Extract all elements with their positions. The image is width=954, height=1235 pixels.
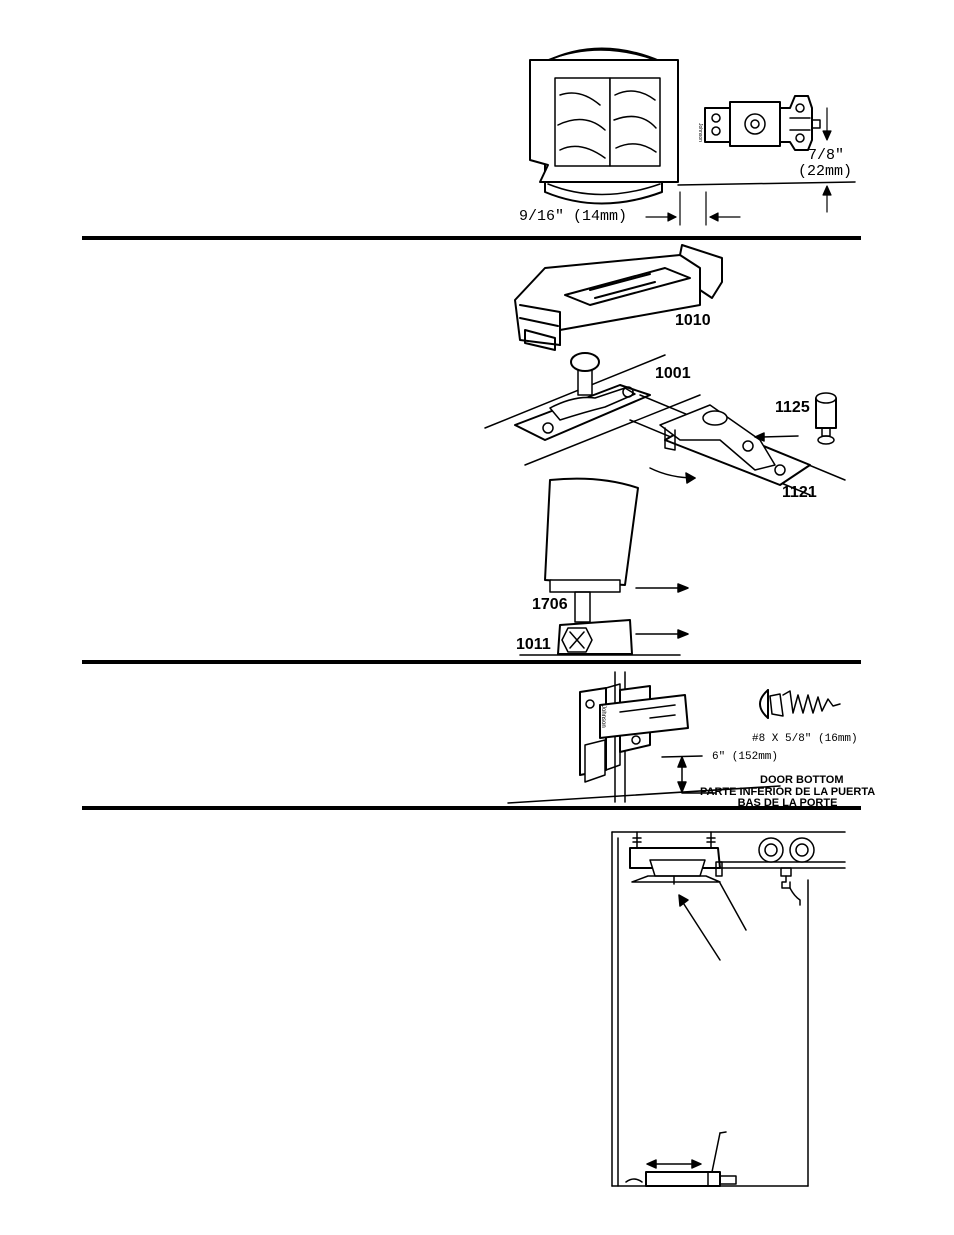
caption-door-bottom-en: DOOR BOTTOM [760, 774, 844, 786]
section-divider-3 [82, 806, 861, 810]
part-label-1121: 1121 [782, 484, 817, 501]
guide-bracket-top-view [705, 96, 820, 150]
dimension-lines-1 [646, 108, 831, 225]
section-divider-1 [82, 236, 861, 240]
dim-width-label: 9/16" (14mm) [519, 208, 628, 225]
brand-mark-3: Johnson [600, 705, 606, 728]
screw-size-label: #8 X 5/8" (16mm) [752, 733, 858, 745]
screw-8x5-8 [760, 690, 840, 718]
door-frame-section4 [612, 832, 845, 1186]
dim-6in-label: 6" (152mm) [712, 751, 779, 763]
part-1001-floor-plate [485, 353, 700, 465]
jamb-section-drawing [530, 49, 855, 204]
brand-mark-1: Johnson [697, 123, 703, 142]
dim-height-label: 7/8" [808, 147, 845, 164]
door-guide-mounted [508, 672, 780, 803]
part-1010-guide-housing [515, 245, 722, 350]
part-label-1011: 1011 [516, 636, 551, 653]
part-label-1125: 1125 [775, 399, 810, 416]
caption-door-bottom-es: PARTE INFERIOR DE LA PUERTA [700, 786, 876, 798]
caption-door-bottom-fr: BAS DE LA PORTE [737, 797, 838, 809]
part-1121-bracket [630, 395, 845, 495]
section-divider-2 [82, 660, 861, 664]
part-label-1706: 1706 [532, 596, 568, 613]
dim-height-mm-label: (22mm) [798, 163, 853, 180]
door-bottom-with-guide [520, 479, 688, 655]
part-label-1010: 1010 [675, 312, 711, 329]
part-1125-pin [755, 393, 836, 444]
part-label-1001: 1001 [655, 365, 691, 382]
